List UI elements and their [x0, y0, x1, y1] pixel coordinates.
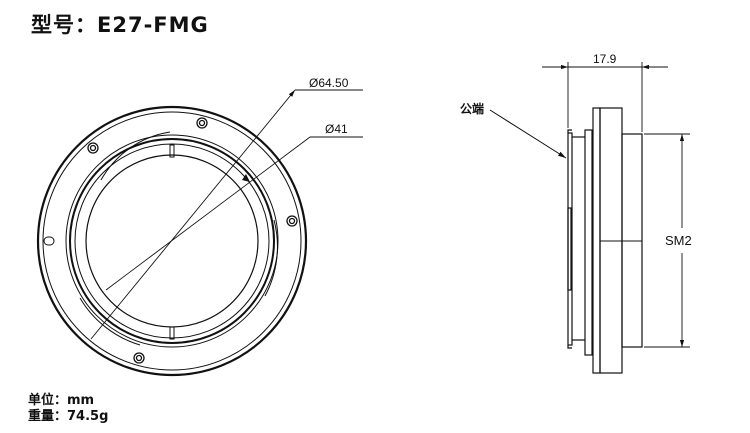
- outer-rim: [36, 105, 308, 377]
- side-view: [489, 62, 690, 374]
- locating-slot: [43, 236, 55, 246]
- length-dimension-label: 17.9: [593, 52, 617, 66]
- inner-diameter-label: Ø41: [325, 122, 348, 136]
- male-end-label: 公端: [460, 101, 484, 116]
- thread-label: SM2: [665, 233, 692, 248]
- model-title: 型号：E27-FMG: [31, 13, 209, 37]
- weight-label: 重量：74.5g: [28, 409, 109, 424]
- screw-hole: [87, 117, 298, 364]
- outer-diameter-label: Ø64.50: [309, 76, 349, 90]
- units-label: 单位：mm: [28, 393, 95, 408]
- front-view: [36, 89, 363, 377]
